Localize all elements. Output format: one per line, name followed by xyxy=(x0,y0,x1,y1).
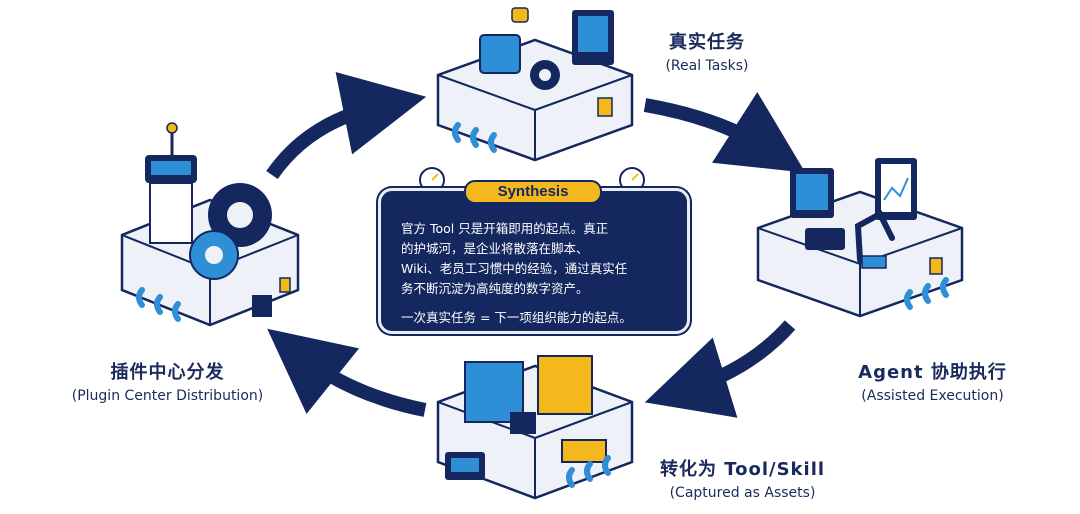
gauge-icon xyxy=(419,167,645,193)
plugin-title: 插件中心分发 xyxy=(110,362,225,383)
synthesis-footer: 一次真实任务 = 下一项组织能力的起点。 xyxy=(401,310,632,325)
real-tasks-title: 真实任务 xyxy=(669,32,745,53)
assets-title: 转化为 Tool/Skill xyxy=(659,459,826,480)
assets-subtitle: (Captured as Assets) xyxy=(669,485,816,501)
real-tasks-subtitle: (Real Tasks) xyxy=(665,58,749,74)
node-label-real-tasks: 真实任务 (Real Tasks) xyxy=(652,28,762,74)
node-label-assets: 转化为 Tool/Skill (Captured as Assets) xyxy=(650,455,835,501)
cycle-arrow-bottom-right xyxy=(644,320,796,418)
cycle-arrow-top-left xyxy=(266,72,427,180)
synthesis-panel: 官方 Tool 只是开箱即用的起点。真正 的护城河，是企业将散落在脚本、 Wik… xyxy=(372,180,690,334)
agent-title: Agent 协助执行 xyxy=(858,362,1007,383)
plugin-center-tower-illustration xyxy=(120,122,300,327)
node-label-plugin: 插件中心分发 (Plugin Center Distribution) xyxy=(55,358,280,404)
synthesis-description: 官方 Tool 只是开箱即用的起点。真正 的护城河，是企业将散落在脚本、 Wik… xyxy=(401,221,628,296)
synthesis-panel-body: 官方 Tool 只是开箱即用的起点。真正 的护城河，是企业将散落在脚本、 Wik… xyxy=(378,188,690,334)
agent-subtitle: (Assisted Execution) xyxy=(861,388,1004,404)
cycle-arrow-top-right xyxy=(643,91,806,173)
plugin-subtitle: (Plugin Center Distribution) xyxy=(71,388,264,404)
node-label-agent: Agent 协助执行 (Assisted Execution) xyxy=(845,358,1020,404)
assets-storage-machine-illustration xyxy=(436,355,634,500)
cycle-arrow-bottom-left xyxy=(267,328,427,417)
real-tasks-machine-illustration xyxy=(436,7,634,162)
synthesis-title: Synthesis xyxy=(464,180,602,204)
agent-robot-machine-illustration xyxy=(756,158,964,318)
